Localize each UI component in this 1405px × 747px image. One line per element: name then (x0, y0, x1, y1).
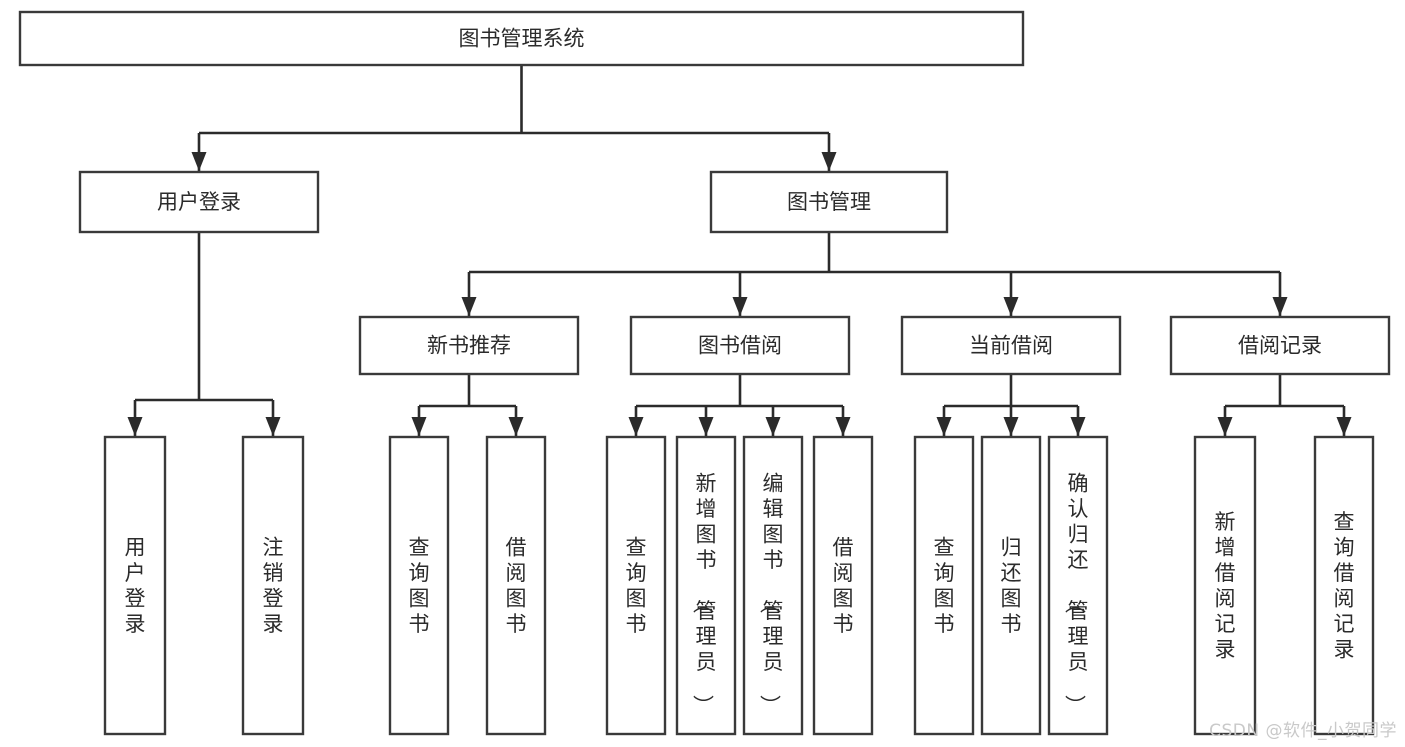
node-label: 查询图书 (626, 535, 647, 636)
arrow-head-icon (127, 417, 143, 436)
node-label: 归还图书 (1001, 535, 1022, 636)
arrow-head-icon (732, 297, 748, 316)
arrow-head-icon (508, 417, 524, 436)
node-label: 用户登录 (157, 190, 241, 214)
arrow-head-icon (1003, 297, 1019, 316)
arrow-head-icon (936, 417, 952, 436)
node-label: 新增图书（管理员） (691, 472, 717, 716)
node-label: 查询图书 (934, 535, 955, 636)
node-label: 图书管理 (787, 190, 871, 214)
leaf-node[interactable]: 用户登录 (103, 435, 167, 736)
node-label: 图书借阅 (698, 334, 782, 358)
node-box (980, 435, 1042, 736)
node-box (629, 315, 851, 376)
node-box (78, 170, 320, 234)
node[interactable]: 图书管理系统 (18, 10, 1025, 67)
node[interactable]: 当前借阅 (900, 315, 1122, 376)
node-label: 用户登录 (125, 535, 146, 636)
node-label: 借阅图书 (506, 535, 527, 636)
node-label: 新增借阅记录 (1215, 510, 1236, 662)
node-label: 当前借阅 (969, 334, 1053, 358)
arrow-head-icon (628, 417, 644, 436)
arrow-head-icon (1336, 417, 1352, 436)
leaf-node[interactable]: 新增图书（管理员） (675, 435, 737, 736)
leaf-node[interactable]: 确认归还（管理员） (1047, 435, 1109, 736)
node-box (1169, 315, 1391, 376)
node[interactable]: 用户登录 (78, 170, 320, 234)
leaf-node[interactable]: 查询图书 (913, 435, 975, 736)
node-box (709, 170, 949, 234)
node-box (812, 435, 874, 736)
node-label: 图书管理系统 (459, 27, 585, 51)
node-box (675, 435, 737, 736)
node-box (241, 435, 305, 736)
leaf-node[interactable]: 借阅图书 (812, 435, 874, 736)
node-box (913, 435, 975, 736)
arrow-head-icon (698, 417, 714, 436)
leaf-node[interactable]: 归还图书 (980, 435, 1042, 736)
arrow-head-icon (1070, 417, 1086, 436)
node-label: 查询借阅记录 (1334, 510, 1355, 662)
leaf-node[interactable]: 查询借阅记录 (1313, 435, 1375, 736)
node-layer: 图书管理系统用户登录图书管理新书推荐图书借阅当前借阅借阅记录用户登录注销登录查询… (18, 10, 1391, 736)
node-box (1313, 435, 1375, 736)
node-label: 新书推荐 (427, 334, 511, 358)
leaf-node[interactable]: 编辑图书（管理员） (742, 435, 804, 736)
arrow-head-icon (461, 297, 477, 316)
leaf-node[interactable]: 借阅图书 (485, 435, 547, 736)
arrow-head-icon (1217, 417, 1233, 436)
node-box (103, 435, 167, 736)
connector-layer (127, 65, 1352, 436)
node[interactable]: 图书管理 (709, 170, 949, 234)
arrow-head-icon (411, 417, 427, 436)
node-box (900, 315, 1122, 376)
node-label: 确认归还（管理员） (1063, 472, 1089, 716)
node-box (605, 435, 667, 736)
node-box (1047, 435, 1109, 736)
leaf-node[interactable]: 查询图书 (388, 435, 450, 736)
node-box (742, 435, 804, 736)
leaf-node[interactable]: 注销登录 (241, 435, 305, 736)
node-label: 注销登录 (263, 535, 284, 636)
arrow-head-icon (835, 417, 851, 436)
node-label: 查询图书 (409, 535, 430, 636)
node-box (1193, 435, 1257, 736)
arrow-head-icon (765, 417, 781, 436)
leaf-node[interactable]: 新增借阅记录 (1193, 435, 1257, 736)
node[interactable]: 新书推荐 (358, 315, 580, 376)
node-label: 借阅图书 (833, 535, 854, 636)
node[interactable]: 图书借阅 (629, 315, 851, 376)
node-box (18, 10, 1025, 67)
arrow-head-icon (191, 152, 207, 171)
arrow-head-icon (1272, 297, 1288, 316)
arrow-head-icon (821, 152, 837, 171)
node-label: 编辑图书（管理员） (758, 472, 784, 716)
node-box (485, 435, 547, 736)
leaf-node[interactable]: 查询图书 (605, 435, 667, 736)
arrow-head-icon (265, 417, 281, 436)
node-label: 借阅记录 (1238, 334, 1322, 358)
node-box (358, 315, 580, 376)
arrow-head-icon (1003, 417, 1019, 436)
node[interactable]: 借阅记录 (1169, 315, 1391, 376)
node-box (388, 435, 450, 736)
